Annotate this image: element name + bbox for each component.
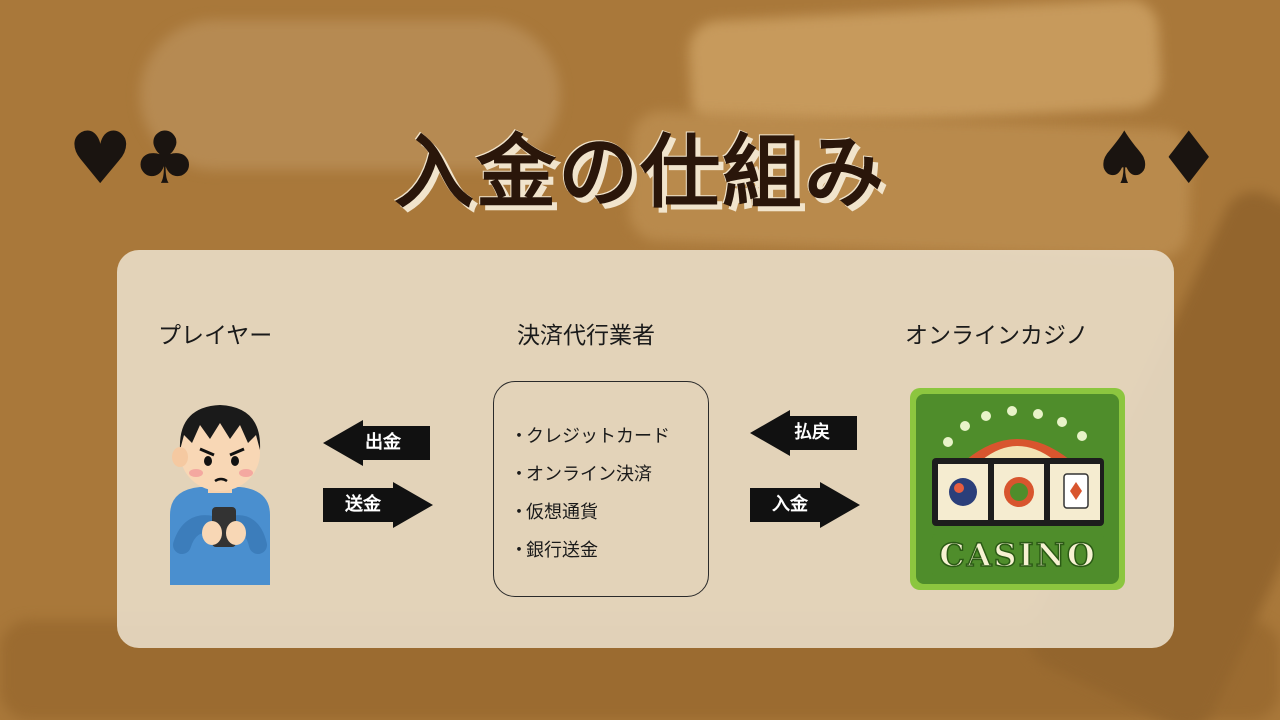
payment-method-item: ・オンライン決済 [510,456,708,494]
payment-methods-list: ・クレジットカード ・オンライン決済 ・仮想通貨 ・銀行送金 [510,418,708,570]
payment-method-label: 仮想通貨 [526,502,598,523]
withdraw-arrow: 出金 [323,420,433,466]
bullet: ・ [510,502,528,523]
processor-label: 決済代行業者 [517,323,655,349]
deposit-arrow: 入金 [750,482,860,528]
payment-methods-box: ・クレジットカード ・オンライン決済 ・仮想通貨 ・銀行送金 [493,381,709,597]
bullet: ・ [510,464,528,485]
page-title: 入金の仕組み [394,126,886,219]
bullet: ・ [510,426,528,447]
send-arrow-label: 送金 [345,494,381,515]
withdraw-arrow-label: 出金 [365,432,401,453]
payment-method-item: ・銀行送金 [510,532,708,570]
send-arrow: 送金 [323,482,433,528]
payment-method-item: ・クレジットカード [510,418,708,456]
spade-diamond-icon: ♠♦ [1092,116,1222,200]
payment-method-label: オンライン決済 [526,464,652,485]
payment-method-item: ・仮想通貨 [510,494,708,532]
casino-label: オンラインカジノ [905,323,1089,349]
player-illustration [170,405,270,585]
left-arrow-icon [323,420,430,466]
casino-slot-machine-illustration: CASINO [910,388,1125,590]
deposit-arrow-label: 入金 [772,494,808,515]
background-chips-blur [140,20,560,170]
heart-club-icon: ♥♣ [68,116,198,200]
casino-sign-text: CASINO [939,536,1097,574]
right-arrow-icon [750,482,860,528]
payment-method-label: 銀行送金 [526,540,598,561]
payment-method-label: クレジットカード [526,426,670,447]
bullet: ・ [510,540,528,561]
left-arrow-icon [750,410,857,456]
payout-arrow-label: 払戻 [794,422,830,443]
right-arrow-icon [323,482,433,528]
player-label: プレイヤー [158,323,273,349]
payout-arrow: 払戻 [750,410,860,456]
